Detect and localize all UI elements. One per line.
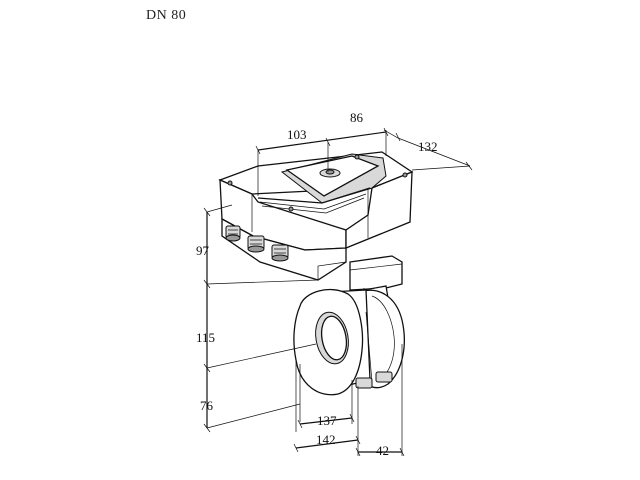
dimension-labels: 103 86 132 97 115 76 137 142 42 <box>196 110 438 458</box>
cable-gland-1 <box>225 225 241 242</box>
dim-132: 132 <box>418 139 438 154</box>
dim-86: 86 <box>350 110 364 125</box>
dim-97: 97 <box>196 243 210 258</box>
dim-137: 137 <box>317 413 337 428</box>
dim-42: 42 <box>376 443 389 458</box>
actuator-housing <box>218 151 414 281</box>
dim-142: 142 <box>316 432 336 447</box>
dim-115: 115 <box>196 330 215 345</box>
dim-103: 103 <box>287 127 307 142</box>
cable-gland-2 <box>247 235 265 253</box>
drawing-title: DN 80 <box>146 8 187 23</box>
dim-76: 76 <box>200 398 214 413</box>
valve-body <box>293 289 405 396</box>
dimension-lines <box>203 127 473 457</box>
cable-glands <box>225 225 289 262</box>
cable-gland-3 <box>271 244 289 262</box>
